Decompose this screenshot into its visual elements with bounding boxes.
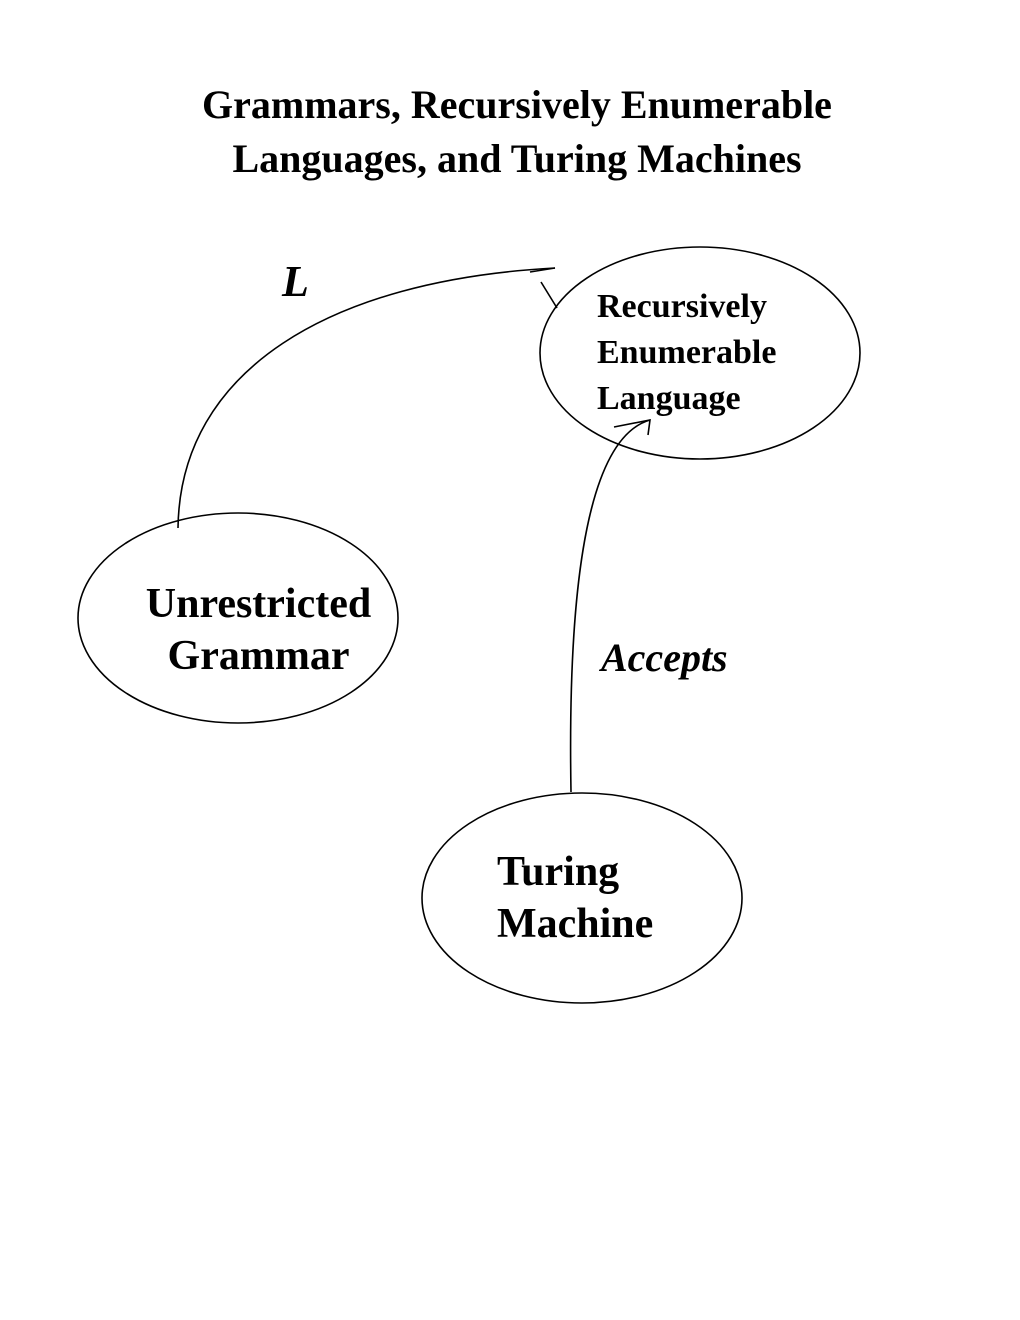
unrestricted-grammar-label: Unrestricted Grammar	[80, 578, 437, 682]
turing-machine-node	[421, 792, 743, 1004]
re-language-node	[539, 246, 861, 460]
re-language-label-line-3: Language	[597, 380, 741, 417]
turing-machine-label: Turing Machine	[497, 846, 653, 950]
edge-grammar-to-language	[177, 267, 556, 529]
re-language-label: Recursively Enumerable Language	[597, 284, 776, 422]
turing-machine-label-line-2: Machine	[497, 901, 654, 947]
unrestricted-grammar-label-line-1: Unrestricted	[145, 581, 372, 627]
turing-machine-label-line-1: Turing	[497, 849, 620, 895]
title-line-2: Languages, and Turing Machines	[232, 136, 802, 181]
title-line-1: Grammars, Recursively Enumerable	[202, 82, 832, 127]
page-title: Grammars, Recursively Enumerable Languag…	[0, 78, 1020, 186]
re-language-label-line-2: Enumerable	[597, 334, 777, 371]
edge-machine-to-language	[569, 419, 651, 793]
re-language-label-line-1: Recursively	[597, 288, 767, 325]
unrestricted-grammar-label-line-2: Grammar	[167, 633, 350, 679]
edge-label-l: L	[282, 257, 309, 306]
edge-machine-to-language-arrowhead	[613, 419, 651, 436]
unrestricted-grammar-node	[77, 512, 399, 724]
edge-grammar-to-language-arrowhead	[529, 267, 558, 309]
edge-label-accepts: Accepts	[601, 635, 728, 680]
